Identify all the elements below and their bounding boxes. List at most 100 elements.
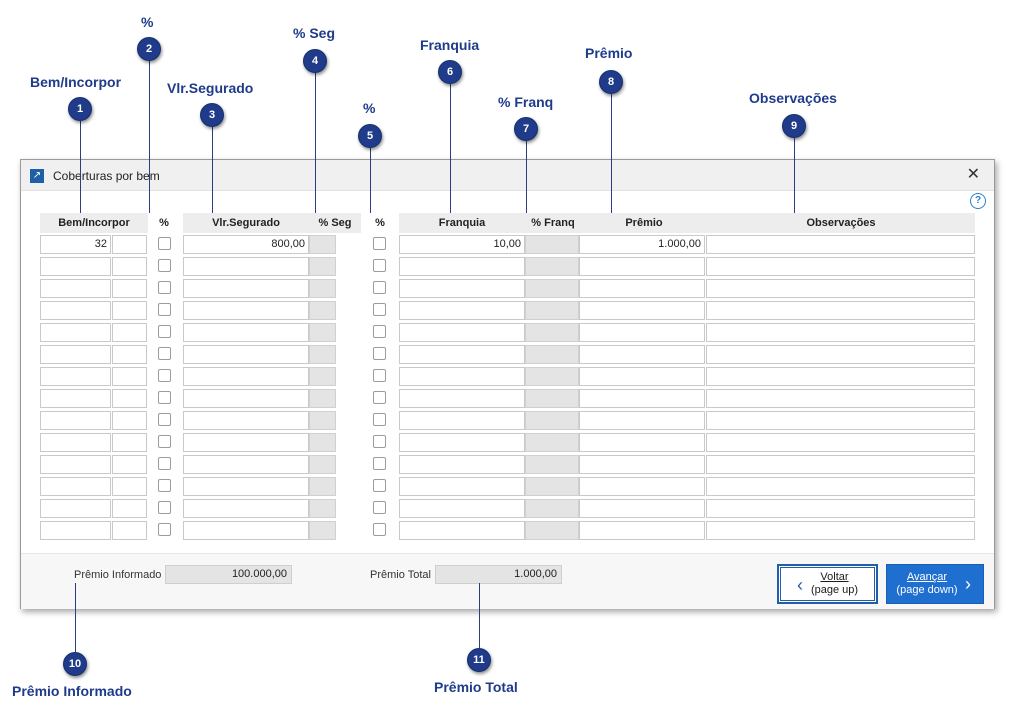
help-icon[interactable]: ? — [970, 193, 986, 209]
franquia-cell[interactable] — [399, 257, 525, 276]
premio-cell[interactable] — [579, 411, 705, 430]
pct2-checkbox[interactable] — [373, 523, 386, 536]
franquia-cell[interactable] — [399, 477, 525, 496]
bem-cell[interactable] — [40, 301, 111, 320]
franquia-cell[interactable] — [399, 455, 525, 474]
premio-cell[interactable] — [579, 323, 705, 342]
pct2-checkbox[interactable] — [373, 369, 386, 382]
observacoes-cell[interactable] — [706, 521, 975, 540]
bem-extra-cell[interactable] — [112, 301, 147, 320]
pct2-checkbox[interactable] — [373, 413, 386, 426]
premio-cell[interactable]: 1.000,00 — [579, 235, 705, 254]
vlr-segurado-cell[interactable] — [183, 521, 309, 540]
observacoes-cell[interactable] — [706, 499, 975, 518]
pct1-checkbox[interactable] — [158, 413, 171, 426]
premio-cell[interactable] — [579, 521, 705, 540]
pct2-checkbox[interactable] — [373, 457, 386, 470]
bem-cell[interactable] — [40, 345, 111, 364]
bem-cell[interactable] — [40, 411, 111, 430]
pct1-checkbox[interactable] — [158, 259, 171, 272]
bem-cell[interactable]: 32 — [40, 235, 111, 254]
back-button[interactable]: ‹ Voltar(page up) — [777, 564, 878, 604]
vlr-segurado-cell[interactable] — [183, 455, 309, 474]
bem-extra-cell[interactable] — [112, 257, 147, 276]
bem-extra-cell[interactable] — [112, 279, 147, 298]
bem-extra-cell[interactable] — [112, 411, 147, 430]
vlr-segurado-cell[interactable] — [183, 499, 309, 518]
pct2-checkbox[interactable] — [373, 303, 386, 316]
observacoes-cell[interactable] — [706, 257, 975, 276]
premio-cell[interactable] — [579, 499, 705, 518]
premio-cell[interactable] — [579, 279, 705, 298]
close-icon[interactable]: ✕ — [966, 166, 980, 183]
pct1-checkbox[interactable] — [158, 457, 171, 470]
premio-cell[interactable] — [579, 257, 705, 276]
vlr-segurado-cell[interactable] — [183, 257, 309, 276]
bem-cell[interactable] — [40, 499, 111, 518]
bem-extra-cell[interactable] — [112, 389, 147, 408]
pct2-checkbox[interactable] — [373, 501, 386, 514]
observacoes-cell[interactable] — [706, 455, 975, 474]
pct1-checkbox[interactable] — [158, 281, 171, 294]
vlr-segurado-cell[interactable] — [183, 411, 309, 430]
premio-cell[interactable] — [579, 433, 705, 452]
pct2-checkbox[interactable] — [373, 479, 386, 492]
franquia-cell[interactable] — [399, 323, 525, 342]
observacoes-cell[interactable] — [706, 235, 975, 254]
franquia-cell[interactable] — [399, 301, 525, 320]
premio-cell[interactable] — [579, 345, 705, 364]
bem-extra-cell[interactable] — [112, 499, 147, 518]
bem-extra-cell[interactable] — [112, 367, 147, 386]
observacoes-cell[interactable] — [706, 367, 975, 386]
premio-cell[interactable] — [579, 477, 705, 496]
franquia-cell[interactable] — [399, 499, 525, 518]
franquia-cell[interactable] — [399, 521, 525, 540]
franquia-cell[interactable] — [399, 345, 525, 364]
next-button[interactable]: Avançar(page down) › — [886, 564, 984, 604]
bem-extra-cell[interactable] — [112, 521, 147, 540]
bem-extra-cell[interactable] — [112, 455, 147, 474]
bem-extra-cell[interactable] — [112, 433, 147, 452]
bem-cell[interactable] — [40, 477, 111, 496]
vlr-segurado-cell[interactable] — [183, 389, 309, 408]
vlr-segurado-cell[interactable] — [183, 477, 309, 496]
vlr-segurado-cell[interactable]: 800,00 — [183, 235, 309, 254]
vlr-segurado-cell[interactable] — [183, 433, 309, 452]
pct2-checkbox[interactable] — [373, 325, 386, 338]
pct2-checkbox[interactable] — [373, 435, 386, 448]
bem-cell[interactable] — [40, 521, 111, 540]
bem-extra-cell[interactable] — [112, 323, 147, 342]
pct2-checkbox[interactable] — [373, 391, 386, 404]
bem-cell[interactable] — [40, 279, 111, 298]
observacoes-cell[interactable] — [706, 345, 975, 364]
franquia-cell[interactable] — [399, 279, 525, 298]
premio-cell[interactable] — [579, 455, 705, 474]
pct2-checkbox[interactable] — [373, 237, 386, 250]
observacoes-cell[interactable] — [706, 279, 975, 298]
vlr-segurado-cell[interactable] — [183, 279, 309, 298]
bem-cell[interactable] — [40, 367, 111, 386]
pct1-checkbox[interactable] — [158, 391, 171, 404]
vlr-segurado-cell[interactable] — [183, 367, 309, 386]
pct1-checkbox[interactable] — [158, 347, 171, 360]
vlr-segurado-cell[interactable] — [183, 323, 309, 342]
bem-cell[interactable] — [40, 389, 111, 408]
pct1-checkbox[interactable] — [158, 325, 171, 338]
pct2-checkbox[interactable] — [373, 281, 386, 294]
bem-extra-cell[interactable] — [112, 235, 147, 254]
premio-cell[interactable] — [579, 301, 705, 320]
observacoes-cell[interactable] — [706, 301, 975, 320]
bem-cell[interactable] — [40, 323, 111, 342]
pct1-checkbox[interactable] — [158, 501, 171, 514]
observacoes-cell[interactable] — [706, 389, 975, 408]
bem-extra-cell[interactable] — [112, 345, 147, 364]
franquia-cell[interactable] — [399, 411, 525, 430]
observacoes-cell[interactable] — [706, 323, 975, 342]
observacoes-cell[interactable] — [706, 411, 975, 430]
pct1-checkbox[interactable] — [158, 435, 171, 448]
pct1-checkbox[interactable] — [158, 523, 171, 536]
vlr-segurado-cell[interactable] — [183, 345, 309, 364]
bem-cell[interactable] — [40, 257, 111, 276]
vlr-segurado-cell[interactable] — [183, 301, 309, 320]
observacoes-cell[interactable] — [706, 477, 975, 496]
